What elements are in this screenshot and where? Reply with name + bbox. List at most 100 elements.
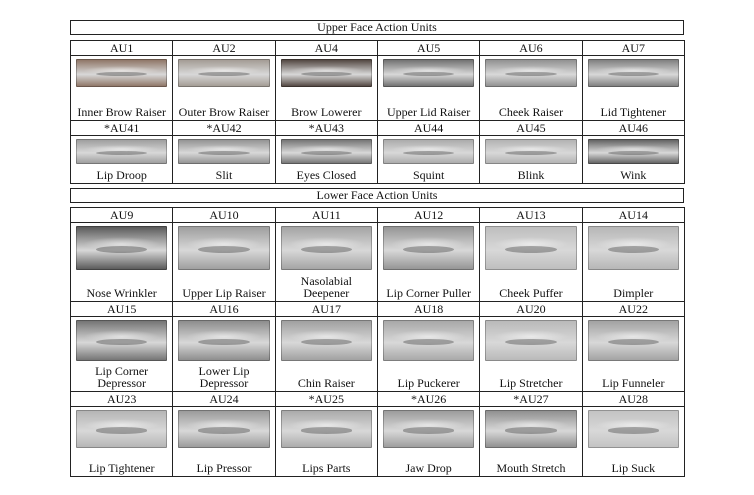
- au-code: AU24: [173, 392, 275, 407]
- au-name: Mouth Stretch: [496, 461, 566, 475]
- au-face-image: [178, 410, 270, 448]
- au-code: AU44: [377, 121, 480, 136]
- au-code: *AU25: [275, 392, 377, 407]
- au-name: Lip Droop: [96, 168, 147, 182]
- au-face-image: [485, 139, 577, 164]
- au-code: AU7: [582, 41, 684, 56]
- au-code: AU14: [582, 208, 684, 223]
- au-code: *AU41: [71, 121, 173, 136]
- au-name: Lip Puckerer: [397, 376, 460, 390]
- au-code: AU23: [71, 392, 173, 407]
- au-code: AU12: [377, 208, 480, 223]
- au-code: AU11: [275, 208, 377, 223]
- au-face-image: [178, 59, 270, 87]
- au-code: AU46: [582, 121, 684, 136]
- au-name: Jaw Drop: [405, 461, 452, 475]
- au-name: Chin Raiser: [297, 376, 355, 390]
- au-name: Slit: [215, 168, 233, 182]
- au-name: Lip Corner Puller: [386, 286, 471, 300]
- au-face-image: [280, 59, 372, 87]
- au-name: Nose Wrinkler: [86, 286, 157, 300]
- au-face-image: [382, 59, 475, 87]
- au-code: AU13: [480, 208, 582, 223]
- au-face-image: [178, 226, 270, 270]
- au-code: *AU27: [480, 392, 582, 407]
- au-code: *AU42: [173, 121, 275, 136]
- au-code: AU17: [275, 302, 377, 317]
- au-face-image: [280, 226, 372, 270]
- au-face-image: [76, 320, 168, 361]
- au-face-image: [76, 226, 168, 270]
- au-code: AU4: [275, 41, 377, 56]
- upper-face-title: Upper Face Action Units: [70, 20, 684, 35]
- au-name: Dimpler: [613, 286, 654, 300]
- au-code: AU5: [377, 41, 480, 56]
- au-code: AU2: [173, 41, 275, 56]
- au-code: AU10: [173, 208, 275, 223]
- au-face-image: [485, 226, 577, 270]
- au-face-image: [382, 226, 475, 270]
- au-face-image: [178, 139, 270, 164]
- au-face-image: [485, 320, 577, 361]
- au-name: Eyes Closed: [296, 168, 357, 182]
- au-code: AU1: [71, 41, 173, 56]
- au-name: Outer Brow Raiser: [178, 105, 270, 119]
- au-face-image: [382, 410, 475, 448]
- au-code: AU18: [377, 302, 480, 317]
- lower-face-title: Lower Face Action Units: [70, 188, 684, 203]
- au-code: AU9: [71, 208, 173, 223]
- au-face-image: [485, 410, 577, 448]
- au-face-image: [178, 320, 270, 361]
- au-name: Lip Suck: [611, 461, 656, 475]
- au-face-image: [76, 139, 168, 164]
- au-name: Lower Lip Depressor: [198, 364, 250, 390]
- au-face-image: [280, 410, 372, 448]
- au-code: AU20: [480, 302, 582, 317]
- au-face-image: [587, 59, 679, 87]
- au-face-image: [587, 320, 679, 361]
- au-name: Lip Corner Depressor: [95, 364, 149, 390]
- au-code: *AU43: [275, 121, 377, 136]
- au-name: Lip Tightener: [88, 461, 155, 475]
- action-units-figure: Upper Face Action Units Lower Face Actio…: [70, 20, 685, 477]
- au-name: Lips Parts: [302, 461, 351, 475]
- au-name: Cheek Raiser: [498, 105, 564, 119]
- au-code: *AU26: [377, 392, 480, 407]
- au-code: AU16: [173, 302, 275, 317]
- au-code: AU6: [480, 41, 582, 56]
- au-code: AU28: [582, 392, 684, 407]
- au-code: AU45: [480, 121, 582, 136]
- au-name: Upper Lip Raiser: [182, 286, 266, 300]
- au-name: Lip Funneler: [602, 376, 665, 390]
- au-face-image: [76, 410, 168, 448]
- au-face-image: [485, 59, 577, 87]
- au-name: Lid Tightener: [600, 105, 667, 119]
- au-name: Upper Lid Raiser: [386, 105, 471, 119]
